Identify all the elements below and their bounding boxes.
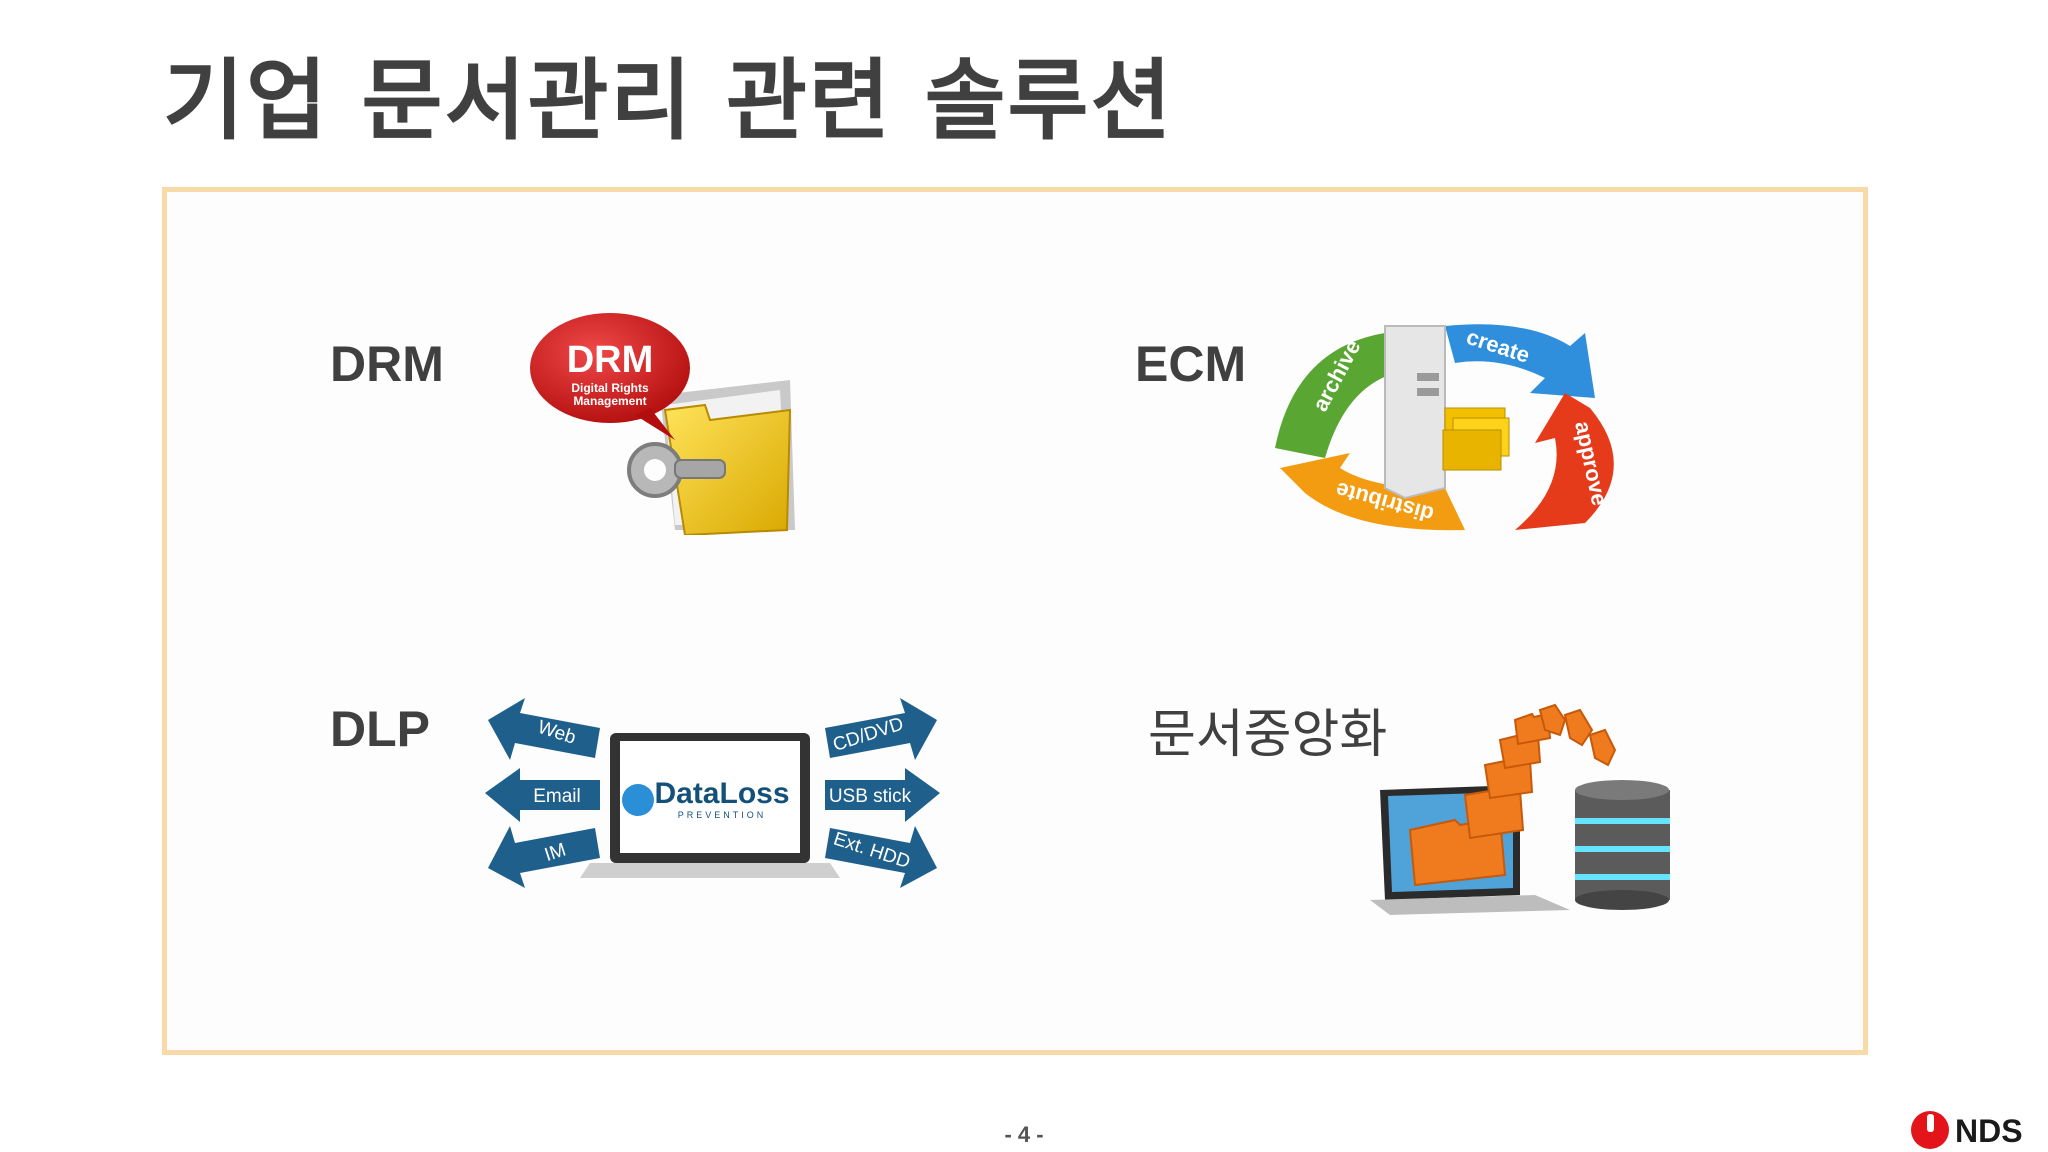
- usb-arrow-icon: [825, 768, 940, 822]
- dlp-email-text: Email: [533, 786, 581, 807]
- centralization-illustration: [1370, 703, 1670, 915]
- drm-label: DRM: [330, 336, 444, 392]
- ecm-label: ECM: [1135, 336, 1247, 392]
- content-frame: [162, 187, 1868, 1055]
- folder-icon: [660, 380, 795, 535]
- page-title: 기업 문서관리 관련 솔루션: [163, 49, 1174, 152]
- drm-badge-line1: Digital Rights: [571, 381, 649, 395]
- ecm-illustration: archive create approve distribute: [1275, 324, 1614, 531]
- web-arrow-icon: [488, 698, 600, 760]
- key-icon: [627, 442, 726, 498]
- dlp-brand-text: DataLoss: [654, 777, 789, 810]
- folder-stack-icon: [1442, 407, 1510, 471]
- im-arrow-icon: [488, 826, 600, 888]
- server-icon: [1384, 325, 1446, 500]
- centralization-label: 문서중앙화: [1148, 705, 1388, 765]
- ecm-cycle-arrows: [1275, 324, 1614, 531]
- cddvd-arrow-icon: [825, 698, 937, 760]
- dlp-brand-sub-text: PREVENTION: [678, 810, 767, 820]
- drm-badge-title: DRM: [567, 339, 654, 381]
- nds-logo: NDS: [1911, 1111, 2023, 1149]
- dlp-illustration: DataLoss PREVENTION Web Email IM CD/DVD …: [485, 698, 940, 888]
- drm-badge-line2: Management: [573, 394, 646, 408]
- page-number: - 4 -: [1004, 1122, 1044, 1147]
- database-icon: [1575, 780, 1670, 910]
- dlp-usb-text: USB stick: [829, 786, 912, 807]
- email-arrow-icon: [485, 768, 600, 822]
- flying-folders-icon: [1408, 703, 1617, 887]
- dlp-globe-icon: [622, 784, 654, 816]
- dlp-label: DLP: [330, 701, 430, 757]
- drm-illustration: DRM Digital Rights Management: [530, 313, 795, 535]
- logo-text: NDS: [1955, 1113, 2023, 1149]
- drm-speech-bubble-icon: DRM Digital Rights Management: [530, 313, 690, 440]
- hdd-arrow-icon: [825, 826, 937, 888]
